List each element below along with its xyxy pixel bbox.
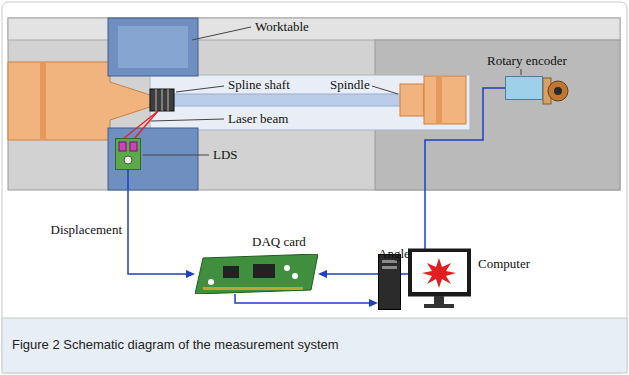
stand — [434, 296, 444, 304]
figure-caption: Figure 2 Schematic diagram of the measur… — [12, 337, 339, 353]
pad — [292, 273, 298, 279]
leader-line — [192, 27, 251, 40]
part-label: Laser beam — [228, 111, 288, 126]
node-label: Computer — [478, 256, 530, 271]
node-label: DAQ card — [252, 234, 306, 249]
part-label: Spindle — [330, 77, 370, 92]
leader-line — [176, 86, 224, 92]
node-label: LDS — [213, 147, 238, 162]
connector-line — [235, 294, 369, 303]
leader-line — [521, 69, 522, 75]
caption-bar — [2, 318, 627, 373]
node-label: Rotary encoder — [487, 53, 567, 68]
spindle-flange — [436, 76, 442, 124]
spline-ridge — [168, 89, 169, 111]
arrow-head — [369, 299, 378, 307]
screen-burst — [422, 258, 456, 288]
leader-line — [143, 155, 209, 156]
spline-ridge — [156, 89, 157, 111]
handwheel-center — [554, 87, 562, 95]
leader-line — [151, 119, 224, 121]
spline-ridge — [162, 89, 163, 111]
leader-line — [372, 86, 398, 94]
receiver — [130, 142, 137, 151]
board — [195, 254, 318, 294]
chip — [223, 266, 239, 278]
arrow-head — [318, 270, 327, 278]
edge-connector — [203, 287, 303, 290]
monitor — [408, 249, 471, 297]
arrow-head — [186, 270, 195, 278]
chip — [253, 264, 275, 278]
shaft — [174, 94, 402, 106]
daq-board — [195, 254, 318, 294]
worktable-face — [118, 26, 188, 68]
handwheel — [548, 81, 568, 101]
guide-channel — [150, 75, 470, 130]
part-label: Worktable — [255, 19, 309, 34]
signal-label: Displacement — [51, 222, 122, 237]
signal-connector — [235, 294, 378, 307]
base — [424, 304, 454, 308]
spline-shaft — [150, 89, 174, 111]
lds-sensor: LDS — [115, 138, 141, 170]
drive-slot — [382, 266, 397, 269]
tower — [379, 255, 401, 310]
bed-rail — [8, 18, 620, 40]
rotary-encoder: Rotary encoder — [505, 76, 543, 100]
pad — [208, 279, 214, 285]
part-label: Spline shaft — [228, 77, 290, 92]
screen — [412, 252, 467, 292]
pad — [284, 265, 290, 271]
connector-line — [327, 88, 505, 274]
machine-bed — [8, 18, 620, 190]
worktable-bottom — [108, 128, 198, 190]
emitter — [119, 142, 126, 151]
connector-line — [128, 170, 186, 274]
spindle-housing — [375, 40, 620, 190]
daq-card: DAQ card — [195, 254, 318, 294]
headstock-band — [40, 62, 46, 140]
lds-board — [115, 138, 141, 170]
board — [116, 139, 141, 170]
signal-connector — [128, 170, 195, 278]
spindle-body — [424, 76, 466, 124]
laser-beam — [123, 111, 158, 139]
spindle-nose — [400, 84, 424, 116]
signal-label: Angle — [378, 246, 410, 261]
lens — [124, 156, 132, 164]
laser-beam — [134, 111, 158, 139]
worktable-top — [108, 18, 198, 76]
